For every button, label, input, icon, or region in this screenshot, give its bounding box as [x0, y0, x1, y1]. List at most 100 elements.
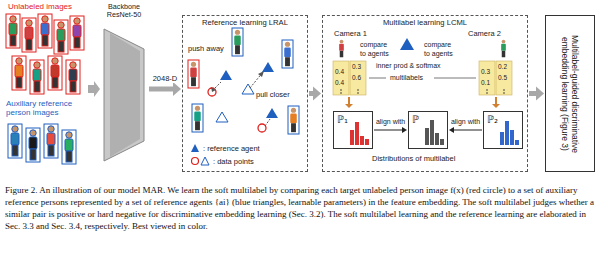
- edge-label: align with: [451, 118, 481, 126]
- illustration-part: [73, 18, 81, 48]
- illustration-part: [435, 133, 439, 145]
- auxiliary-photos: [8, 124, 76, 164]
- illustration-part: [8, 124, 22, 158]
- illustration-part: [26, 128, 40, 162]
- illustration-part: [234, 30, 241, 55]
- illustration-part: [194, 106, 201, 131]
- illustration-part: [486, 89, 488, 91]
- illustration-part: [333, 61, 349, 95]
- annotation: Camera 1: [334, 30, 367, 38]
- edge-label: 2048-D: [153, 75, 178, 83]
- node-text: ℙ₂: [487, 114, 498, 125]
- connector-part: [402, 127, 407, 133]
- node-text: ℙ: [412, 114, 419, 125]
- illustration-part: [22, 18, 36, 52]
- unlabeled-photos: [6, 14, 84, 94]
- illustration-part: [369, 78, 386, 79]
- annotation: push away: [188, 45, 224, 53]
- annotation: compare: [360, 41, 387, 49]
- illustration-part: [288, 106, 299, 134]
- connector-part: [309, 91, 313, 96]
- connector: [449, 127, 482, 133]
- illustration-part: [33, 62, 41, 92]
- illustration-part: [434, 78, 476, 79]
- annotation: Distributions of multilabel: [372, 155, 455, 163]
- illustration-part: [25, 20, 33, 50]
- illustration-part: [357, 92, 359, 94]
- illustration-part: [48, 56, 62, 90]
- illustration-part: [265, 119, 270, 126]
- illustration-part: [495, 97, 497, 104]
- annotation: Camera 2: [468, 30, 501, 38]
- backbone-block: Backbone ResNet-50: [100, 3, 148, 163]
- annotation: multilabels: [390, 74, 423, 82]
- illustration-part: [496, 61, 512, 95]
- illustration-part: [505, 121, 509, 145]
- illustration-part: [211, 87, 216, 92]
- legend-sample: [190, 156, 210, 166]
- connector-part: [454, 130, 482, 131]
- input-arrow: [88, 81, 100, 97]
- backbone-shape: [104, 29, 144, 161]
- illustration-part: [38, 14, 52, 48]
- illustration-part: [190, 62, 197, 87]
- node-text: Multilabel-guided discriminative embeddi…: [560, 21, 580, 166]
- group-caption: Auxiliary reference person images: [6, 100, 90, 118]
- backbone-shape: [110, 33, 140, 157]
- illustration-part: [41, 16, 49, 46]
- legend-text: : reference agent: [203, 144, 260, 153]
- legend-text: : data points: [213, 157, 254, 166]
- multilabel-value: 0.4: [335, 68, 344, 75]
- illustration-part: [57, 22, 65, 52]
- connector-part: [149, 87, 173, 92]
- illustration-part: [339, 40, 344, 58]
- illustration-part: [70, 16, 84, 50]
- illustration-part: [282, 40, 293, 68]
- illustration-part: [350, 122, 369, 145]
- legend-sample: [192, 158, 199, 165]
- illustration-part: [345, 104, 353, 108]
- illustration-part: [66, 60, 80, 94]
- illustration-part: [9, 16, 17, 46]
- illustration-part: [503, 92, 505, 94]
- output-box: Multilabel-guided discriminative embeddi…: [545, 15, 595, 172]
- reference-space: [188, 28, 299, 134]
- illustration-part: [258, 71, 264, 77]
- illustration-part: [12, 56, 26, 90]
- illustration-part: [492, 104, 500, 108]
- illustration-part: [242, 84, 254, 94]
- annotation: to agents: [360, 50, 389, 58]
- connector-part: [529, 91, 536, 96]
- multilabel-value: 0.3: [481, 68, 490, 75]
- illustration-part: [290, 108, 297, 133]
- illustration-part: [365, 139, 369, 145]
- distribution-box: ℙ₂: [483, 111, 523, 149]
- legend-item: : data points: [190, 156, 254, 166]
- illustration-part: [188, 60, 199, 88]
- illustration-part: [51, 58, 59, 88]
- illustration-part: [30, 60, 44, 94]
- node-text: Backbone ResNet-50: [100, 3, 148, 20]
- illustration-part: [258, 124, 266, 132]
- illustration-part: [360, 136, 364, 145]
- connector-part: [536, 87, 544, 101]
- illustration-part: [6, 14, 20, 48]
- illustration-part: [220, 70, 232, 80]
- connector-part: [449, 127, 454, 133]
- group-caption: Unlabeled images: [8, 3, 72, 12]
- multilabel-value: 0.6: [352, 74, 361, 81]
- annotation: inner prod & softmax: [376, 62, 441, 70]
- connector-part: [173, 82, 181, 96]
- illustration-part: [29, 130, 37, 160]
- illustration-part: [503, 89, 505, 91]
- illustration-part: [15, 58, 23, 88]
- connector-part: [313, 87, 321, 101]
- illustration-part: [355, 122, 359, 145]
- illustration-part: [440, 139, 444, 145]
- multilabel-value: 0.4: [335, 79, 344, 86]
- multilabel-value: 0.2: [498, 63, 507, 70]
- legend-item: : reference agent: [190, 143, 260, 153]
- illustration-part: [501, 40, 506, 58]
- legend-sample: [190, 143, 200, 153]
- illustration-part: [65, 132, 73, 162]
